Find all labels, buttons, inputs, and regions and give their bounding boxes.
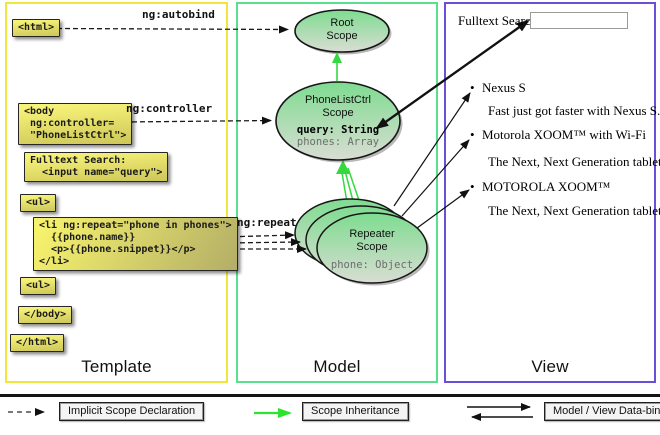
root-scope-label: Root Scope (326, 17, 358, 42)
list-item-name: •Motorola XOOM™ with Wi-Fi (470, 127, 647, 142)
ng-controller-label: ng:controller (126, 102, 213, 115)
legend-implicit-scope-box: Implicit Scope Declaration (59, 402, 205, 421)
search-input[interactable] (530, 12, 628, 29)
html-close-tag-box: </html> (10, 334, 65, 352)
fulltext-search-label: Fulltext Search: (458, 13, 541, 28)
scope-inheritance-arrow-phonelist (332, 52, 342, 81)
bullet-icon: • (470, 80, 475, 95)
ul-close-tag-box: <ul> (20, 277, 57, 295)
ul-open-tag-box: <ul> (20, 194, 57, 212)
list-item-snippet: Fast just got faster with Nexus S. (488, 103, 660, 118)
bullet-icon: • (470, 127, 475, 142)
html-open-tag-box: <html> (12, 19, 61, 37)
list-item-name: •MOTOROLA XOOM™ (470, 179, 611, 194)
ng-repeat-label: ng:repeat (237, 216, 297, 229)
body-close-tag-box: </body> (18, 306, 73, 324)
list-item-name: •Nexus S (470, 80, 526, 95)
list-item-snippet: The Next, Next Generation tablet. (488, 203, 660, 218)
legend-databinding-arrows (467, 403, 533, 421)
phonelistctrl-scope-ellipse (275, 81, 403, 163)
legend-separator-line (0, 394, 660, 397)
view-column-label: View (531, 357, 569, 376)
repeater-scope-label: Repeater Scope phone: Object (314, 228, 430, 271)
repeater-scope-ellipse-stack (294, 198, 430, 286)
list-item-snippet: The Next, Next Generation tablet. (488, 154, 660, 169)
phonelistctrl-scope-label: PhoneListCtrl Scope query: String phones… (276, 94, 400, 148)
body-open-tag-box: <body ng:controller= "PhoneListCtrl"> (18, 103, 133, 145)
template-column-label: Template (81, 357, 152, 376)
phone-property: phone: Object (330, 259, 414, 271)
li-repeat-code-box: <li ng:repeat="phone in phones"> {{phone… (33, 217, 238, 271)
phones-property: phones: Array (296, 136, 380, 148)
legend-databinding-box: Model / View Data-binding (544, 402, 660, 421)
ng-autobind-label: ng:autobind (142, 8, 215, 21)
databinding-arrow-query (375, 19, 530, 130)
model-column-label: Model (313, 357, 361, 376)
fulltext-search-code-box: Fulltext Search: <input name="query"> (24, 152, 169, 182)
legend-scope-inheritance-box: Scope Inheritance (302, 402, 409, 421)
query-property: query: String (296, 124, 380, 136)
databinding-arrows-list (393, 92, 471, 232)
bullet-icon: • (470, 179, 475, 194)
